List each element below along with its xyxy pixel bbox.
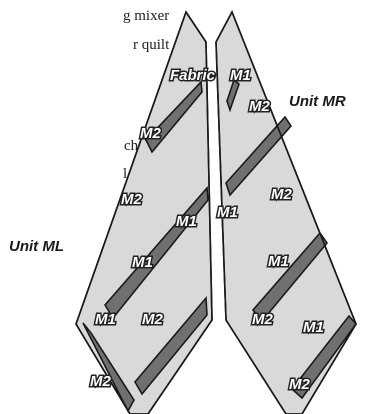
label-ml-m1-center: M1 xyxy=(176,213,197,230)
unit-ml-piece xyxy=(75,10,213,414)
unit-ml-label: Unit ML xyxy=(9,238,64,255)
unit-mr-stripe-3 xyxy=(251,231,329,323)
unit-mr-stripe-1 xyxy=(226,78,240,113)
label-mr-m2-mid: M2 xyxy=(271,186,292,203)
unit-ml-stripe-2 xyxy=(104,186,209,320)
unit-ml-stripe-1 xyxy=(145,80,203,154)
unit-ml-stripe-3 xyxy=(134,295,208,396)
label-mr-m2-top: M2 xyxy=(249,98,270,115)
label-mr-m1-low: M1 xyxy=(303,319,324,336)
label-mr-m2-low: M2 xyxy=(252,311,273,328)
label-ml-m1-mid: M1 xyxy=(132,254,153,271)
unit-mr-piece xyxy=(215,10,358,414)
unit-ml-outline xyxy=(75,10,213,414)
label-ml-m1-low: M1 xyxy=(95,311,116,328)
label-ml-m2-top: M2 xyxy=(140,125,161,142)
body-text-fragment-1: g mixer xyxy=(123,8,170,24)
label-mr-m1-mid: M1 xyxy=(268,253,289,270)
unit-mr-stripe-4 xyxy=(290,314,358,400)
body-text-fragment-2: r quilt xyxy=(133,37,170,53)
unit-mr-stripe-2 xyxy=(225,115,293,197)
label-ml-m2-mid: M2 xyxy=(121,191,142,208)
unit-mr-outline xyxy=(215,10,357,414)
unit-ml-stripe-4 xyxy=(82,322,135,413)
label-mr-m1-center: M1 xyxy=(217,204,238,221)
label-ml-m2-bottom: M2 xyxy=(90,373,111,390)
label-mr-m2-bottom: M2 xyxy=(289,376,310,393)
label-fabric: Fabric xyxy=(170,67,216,84)
label-mr-m1-top: M1 xyxy=(230,67,251,84)
unit-mr-label: Unit MR xyxy=(289,93,346,110)
label-ml-m2-low: M2 xyxy=(142,311,163,328)
